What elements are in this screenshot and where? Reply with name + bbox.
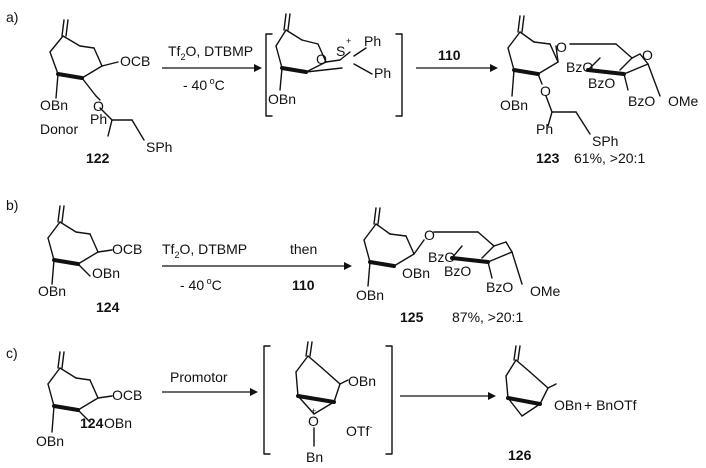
product-126-number: 126 [508,447,532,463]
product-123-structure [507,15,661,135]
donor-124-c-structure [47,351,113,433]
intermediate-c-otf: OTf- [346,422,372,439]
panel-c-label: c) [6,345,18,361]
intermediate-c-obn: OBn [348,373,376,389]
promoter-label: Promotor [170,369,228,385]
bracket-left-a [265,33,273,117]
reaction-arrowhead-b [344,262,352,270]
reagent-a2: 110 [438,47,461,63]
reaction-arrowhead-a2 [490,64,498,72]
reaction-arrowhead-c1 [250,388,258,396]
product-125-obn-2: OBn [402,265,430,281]
panel-a: a) OCB OBn O Ph SPh Donor 122 [6,9,699,166]
bracket-right-c [385,345,393,455]
donor-124-c-obn1: OBn [104,415,132,431]
product-123-bzo1: BzO [566,59,593,75]
product-126-structure [505,345,557,417]
product-123-o-link: O [556,39,567,55]
product-123-ph: Ph [536,121,553,137]
product-125-ome: OMe [530,283,561,299]
intermediate-a-ph2: Ph [374,65,391,81]
panel-c: c) OCB OBn OBn 124 Promotor [6,341,637,465]
product-126-obn: OBn [554,397,582,413]
reagent-b2-then: then [290,241,317,257]
donor-122-o: O [93,98,104,114]
panel-b-label: b) [6,197,18,213]
intermediate-a-charge: + [346,36,351,46]
product-125-bzo3: BzO [486,279,513,295]
product-125-bzo2: BzO [444,263,471,279]
product-123-obn: OBn [500,97,528,113]
donor-122-ocb: OCB [120,53,150,69]
donor-124-b-structure [47,205,113,285]
byproduct-label: + BnOTf [584,397,637,413]
donor-124-b-obn1: OBn [92,265,120,281]
donor-122-number: 122 [86,150,110,166]
donor-122-sph: SPh [146,139,172,155]
product-123-ring-o: O [642,47,653,63]
donor-124-b-ocb: OCB [112,241,142,257]
reaction-arrowhead-c2 [488,392,496,400]
reagents-b1: Tf2O, DTBMP [162,241,247,260]
donor-122-label: Donor [40,121,78,137]
bracket-right-a [395,33,403,117]
product-123-yield: 61%, >20:1 [574,150,645,166]
intermediate-c-structure [295,341,349,447]
reagents-a1: Tf2O, DTBMP [168,43,253,62]
product-125-yield: 87%, >20:1 [452,309,523,325]
product-123-o: O [540,83,551,99]
conditions-a1: - 40 oC [183,76,225,93]
product-123-number: 123 [536,150,560,166]
product-125-o-link: O [424,227,435,243]
intermediate-c-bn: Bn [306,449,323,465]
intermediate-c-charge: + [311,406,316,416]
product-125-bzo1: BzO [428,249,455,265]
product-123-bzo3: BzO [628,93,655,109]
donor-122-ph: Ph [90,111,107,127]
product-123-bzo2: BzO [588,75,615,91]
panel-a-label: a) [6,9,18,25]
product-125-obn: OBn [356,287,384,303]
reaction-arrowhead-a1 [254,64,262,72]
product-125-structure [363,207,523,287]
donor-122-obn: OBn [40,97,68,113]
intermediate-a-obn: OBn [268,91,296,107]
bracket-left-c [263,345,271,455]
donor-124-c-number: 124 [80,415,104,431]
intermediate-a-structure [275,13,373,91]
product-123-sph: SPh [592,133,618,149]
donor-124-c-obn2: OBn [36,433,64,449]
donor-124-b-number: 124 [96,299,120,315]
intermediate-a-s: S [336,43,345,59]
donor-124-b-obn2: OBn [38,283,66,299]
donor-122-structure [49,19,145,141]
donor-124-c-ocb: OCB [112,387,142,403]
product-125-number: 125 [400,309,424,325]
intermediate-a-ring-o: O [316,51,327,67]
intermediate-c-o: O [308,413,319,429]
intermediate-a-ph1: Ph [364,33,381,49]
panel-b: b) OCB OBn OBn 124 Tf2O, DTBMP - 40 oC t… [6,197,561,325]
product-123-ome: OMe [668,93,699,109]
conditions-b1: - 40 oC [180,276,222,293]
reagent-b2: 110 [292,277,315,293]
